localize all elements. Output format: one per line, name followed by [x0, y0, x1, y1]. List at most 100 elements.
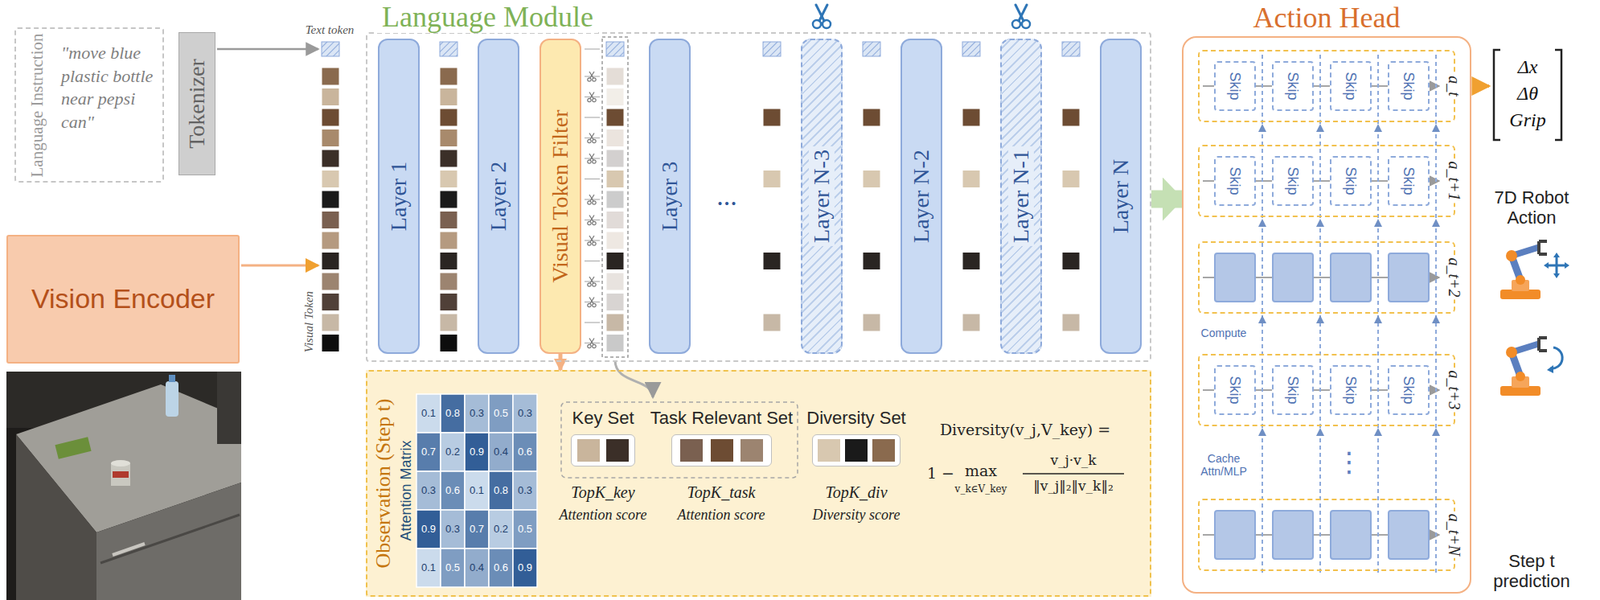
token-column [606, 67, 624, 86]
token-image [577, 438, 600, 462]
token-column [439, 88, 458, 107]
matrix-cell-value: 0.5 [493, 407, 509, 420]
cache-link [1258, 123, 1267, 132]
robot-scene-photo [112, 471, 129, 478]
token-image [740, 438, 764, 462]
token-column [606, 108, 624, 127]
skip-block: Skip [1271, 365, 1314, 415]
robot-arm-icon [1550, 347, 1563, 369]
token-image [680, 438, 703, 462]
vector-bracket [1493, 49, 1501, 140]
robot-arm-icon [1505, 250, 1518, 262]
prune-marks [590, 297, 595, 304]
token-column [439, 231, 458, 250]
token-image [845, 438, 868, 462]
selection-rule: TopK_div [824, 483, 887, 502]
matrix-cell-value: 0.1 [421, 562, 436, 575]
prune-marks [584, 260, 600, 262]
prune-marks [587, 338, 596, 349]
token-column [862, 108, 881, 127]
scissors-icon [1012, 4, 1030, 29]
robot-scene-photo [6, 371, 242, 600]
token-column [763, 252, 781, 271]
prune-marks [592, 160, 596, 164]
token-column [1062, 252, 1080, 271]
robot-arm-icon [1515, 371, 1526, 382]
heatmap-cell [440, 548, 465, 587]
robot-scene-photo [168, 374, 176, 382]
matrix-cell-value: 0.6 [493, 562, 509, 575]
matrix-cell-value: 0.8 [445, 407, 460, 420]
selection-criterion: Attention score [559, 506, 648, 524]
heatmap-cell [488, 432, 513, 472]
matrix-cell-value: 0.2 [493, 523, 509, 536]
prune-marks [589, 215, 594, 222]
formula-part: 1 − [927, 464, 955, 483]
layer-name: Visual Token Filter [547, 109, 574, 283]
layer-name: Layer N [1107, 159, 1134, 234]
token-column [606, 334, 624, 353]
prune-marks [587, 215, 596, 226]
token-column [1062, 108, 1080, 127]
matrix-cell-value: 0.3 [517, 407, 533, 420]
heatmap-cell [440, 393, 465, 433]
token-column [439, 334, 458, 353]
token-set-box: Task Relevant Set [671, 434, 772, 467]
action-row: SkipSkipSkipSkipa_t+1 [1197, 144, 1456, 218]
token-column [962, 108, 981, 127]
token-column [606, 272, 624, 291]
formula-part: max [964, 462, 997, 480]
token-image [817, 438, 841, 462]
token-column [321, 88, 340, 107]
token-column [1062, 170, 1080, 189]
token-column [321, 211, 340, 230]
cache-link [1258, 218, 1267, 227]
prune-marks [587, 297, 596, 308]
token-column [321, 149, 340, 168]
heatmap-cell [440, 509, 465, 549]
robot-arm-icon [1515, 274, 1526, 285]
heatmap-cell [488, 471, 513, 510]
panel-title: Action Head [1247, 3, 1408, 34]
prune-marks [589, 133, 594, 140]
layer-name: Layer 3 [656, 161, 683, 231]
encoder-box: Vision Encoder [6, 234, 240, 364]
skip-block: Skip [1214, 61, 1256, 111]
prune-marks [590, 194, 595, 202]
heatmap-cell [488, 509, 513, 549]
fraction-bar [1022, 472, 1125, 475]
prune-marks [592, 344, 596, 348]
token-column [439, 211, 458, 230]
heatmap-cell [416, 393, 441, 433]
cache-link [1374, 427, 1383, 436]
pruned-layer-block: Layer N-3 [800, 38, 843, 354]
pruned-layer-block: Layer N-1 [1000, 38, 1043, 354]
compute-block [1387, 252, 1430, 303]
prune-marks [590, 133, 595, 140]
prune-marks [602, 36, 628, 357]
prune-marks [584, 321, 600, 323]
token-column [606, 252, 624, 271]
robot-scene-photo [165, 381, 179, 417]
token-image [710, 438, 734, 462]
selection-criterion: Diversity score [812, 506, 901, 524]
prune-marks [587, 221, 591, 225]
skip-tag: Skip [1342, 375, 1360, 404]
skip-block: Skip [1387, 61, 1430, 111]
compute-block [1271, 509, 1314, 560]
heatmap-cell [464, 509, 489, 549]
skip-tag: Skip [1284, 166, 1302, 195]
layer-name: Layer N-2 [908, 149, 935, 243]
robot-arm-icon [1546, 365, 1554, 374]
robot-arm-icon [1564, 262, 1570, 269]
input-arrow [217, 48, 319, 51]
robot-arm-icon [1538, 241, 1547, 255]
skip-tag: Skip [1342, 166, 1360, 195]
prune-marks [590, 71, 595, 78]
selection-arrow [615, 360, 653, 398]
token-column [862, 170, 881, 189]
skip-block: Skip [1329, 365, 1372, 415]
skip-block: Skip [1214, 365, 1256, 415]
